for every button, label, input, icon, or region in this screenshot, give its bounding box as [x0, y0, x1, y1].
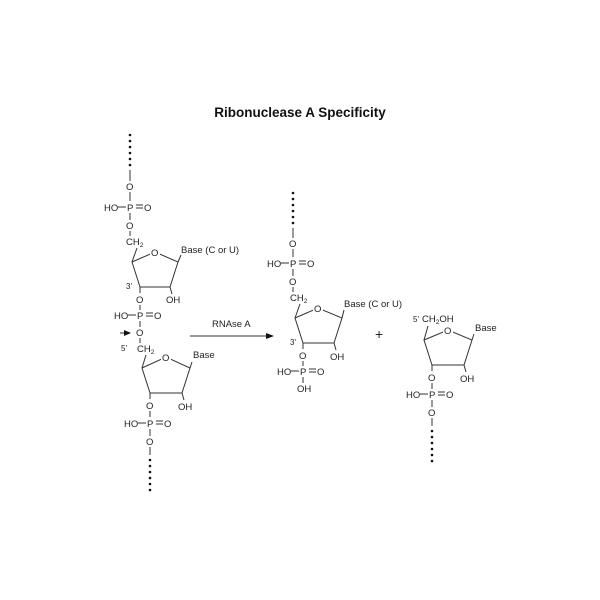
atom-p: P: [290, 259, 296, 270]
ring-oxygen: O: [162, 353, 169, 364]
base-label-cu: Base (C or U): [181, 245, 239, 256]
atom-oh: OH: [460, 374, 474, 385]
base-label: Base: [475, 323, 497, 334]
atom-oh: OH: [297, 384, 311, 395]
atom-o: O: [146, 401, 153, 412]
reaction-arrow: RNAse A: [190, 319, 274, 339]
atom-o: O: [136, 295, 143, 306]
ring-oxygen: O: [151, 248, 158, 259]
atom-o: O: [164, 419, 171, 430]
atom-ch2: CH2: [126, 237, 144, 249]
atom-o: O: [146, 437, 153, 448]
atom-o: O: [307, 259, 314, 270]
atom-o: O: [126, 221, 133, 232]
atom-o: O: [154, 311, 161, 322]
atom-p: P: [137, 311, 143, 322]
plus-sign: +: [375, 326, 383, 342]
atom-o: O: [126, 182, 133, 193]
atom-o: O: [428, 373, 435, 384]
atom-oh: OH: [330, 352, 344, 363]
ring-oxygen: O: [314, 304, 321, 315]
atom-o: O: [289, 239, 296, 250]
atom-o: O: [446, 390, 453, 401]
diagram-title: Ribonuclease A Specificity: [214, 105, 386, 120]
atom-o: O: [428, 408, 435, 419]
substrate-dinucleotide: O HO P O O CH2 O Base (C or U) 3' OH: [104, 133, 239, 492]
atom-p: P: [127, 203, 133, 214]
chain-dots-bottom-left: [148, 458, 152, 492]
atom-o: O: [136, 328, 143, 339]
cleavage-arrowhead: [124, 330, 131, 336]
atom-ho: HO: [114, 311, 128, 322]
atom-p: P: [429, 390, 435, 401]
chain-dots-top-left: [128, 133, 132, 167]
product-3prime-phosphate: O HO P O O CH2 O Base (C or U) 3' OH O H…: [267, 191, 402, 395]
atom-ch2: CH2: [137, 344, 155, 356]
atom-p: P: [300, 367, 306, 378]
atom-oh: OH: [178, 402, 192, 413]
atom-ho: HO: [267, 259, 281, 270]
atom-oh: OH: [166, 295, 180, 306]
ring-oxygen: O: [444, 326, 451, 337]
atom-ch2: CH2: [290, 293, 308, 305]
atom-o: O: [317, 367, 324, 378]
product-5prime-hydroxyl: 5' CH2OH O Base OH O HO P O O: [406, 314, 497, 463]
label-3prime: 3': [290, 338, 296, 347]
atom-ho: HO: [277, 367, 291, 378]
label-3prime: 3': [126, 282, 132, 291]
atom-ho: HO: [124, 419, 138, 430]
base-label: Base: [193, 350, 215, 361]
label-5prime: 5': [121, 344, 127, 353]
atom-p: P: [147, 419, 153, 430]
atom-o: O: [289, 277, 296, 288]
enzyme-label: RNAse A: [212, 319, 251, 330]
chain-dots-bottom-right: [430, 429, 434, 463]
atom-ho: HO: [104, 203, 118, 214]
label-5prime: 5': [413, 315, 419, 324]
atom-ho: HO: [406, 390, 420, 401]
atom-o: O: [299, 351, 306, 362]
chain-dots-top-middle: [291, 191, 295, 225]
atom-o: O: [144, 203, 151, 214]
atom-ch2oh: CH2OH: [422, 314, 454, 326]
base-label-cu: Base (C or U): [344, 299, 402, 310]
